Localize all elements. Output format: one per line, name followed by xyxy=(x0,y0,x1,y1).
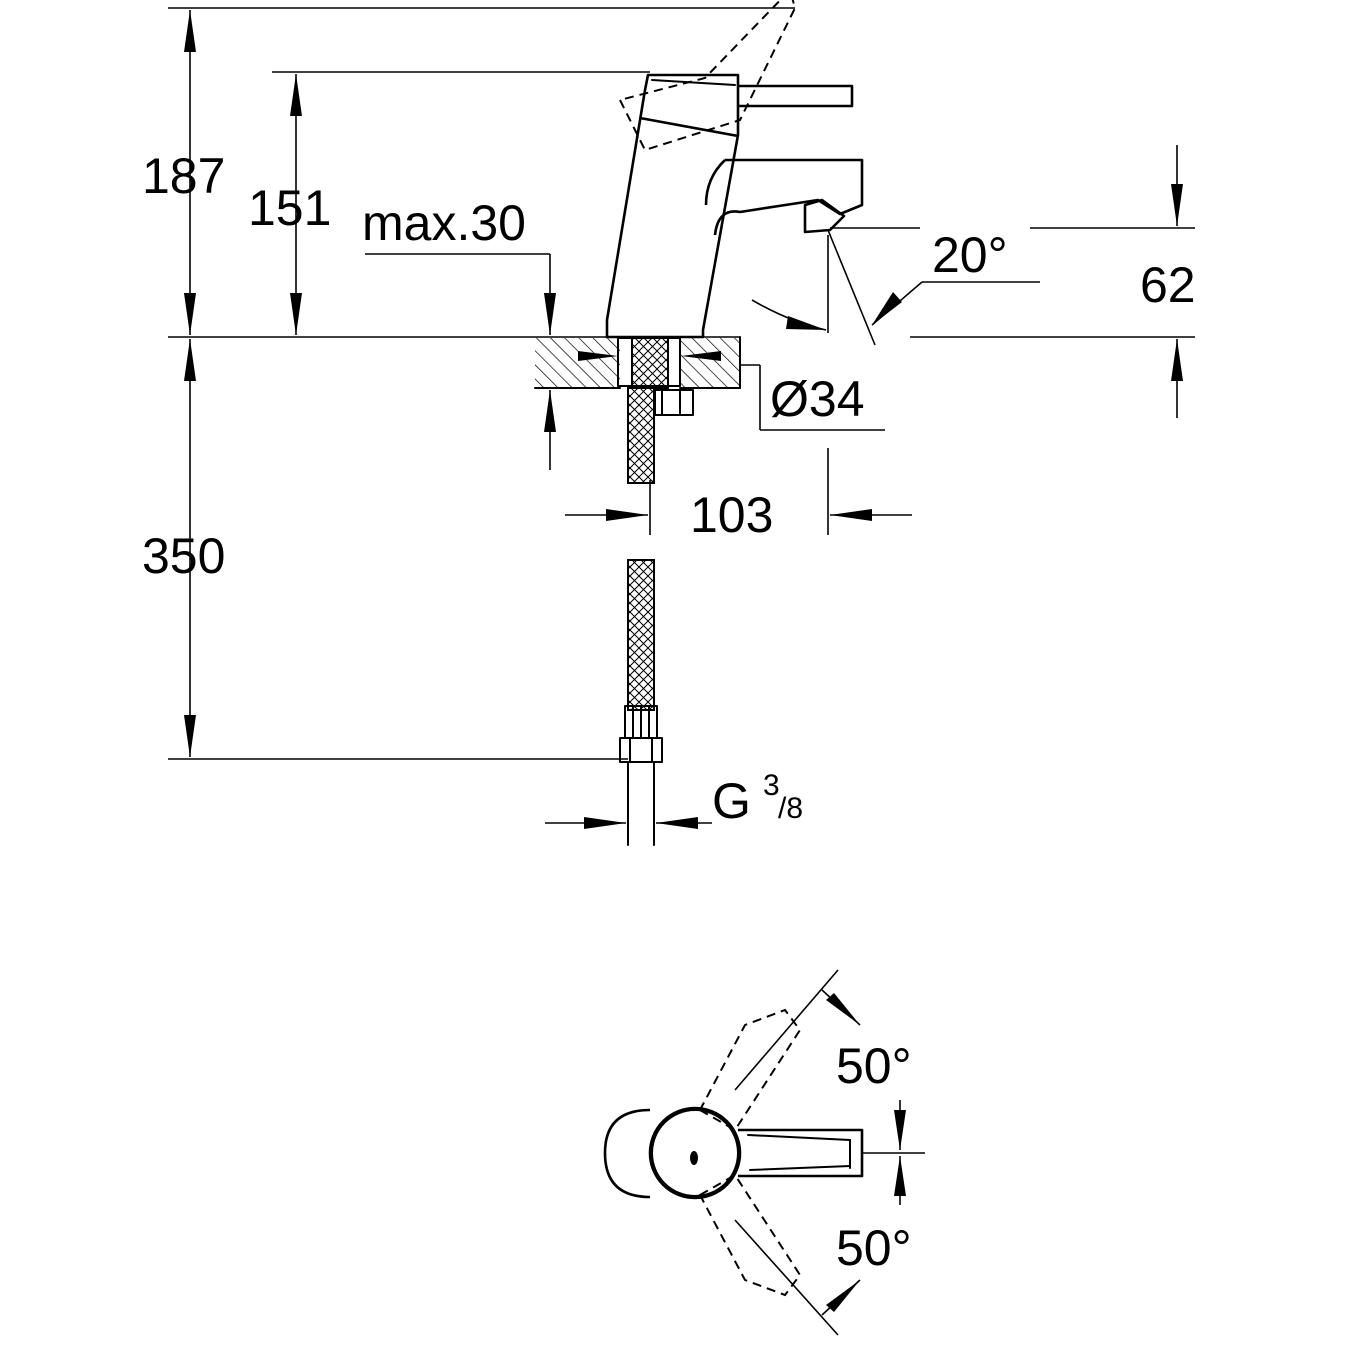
label-50deg-top: 50° xyxy=(836,1038,912,1094)
label-20deg: 20° xyxy=(932,227,1008,283)
label-thread-numerator: 3 xyxy=(763,769,780,802)
dimension-20deg xyxy=(751,229,1040,346)
extension-lines xyxy=(168,7,1195,760)
label-50deg-bottom: 50° xyxy=(836,1220,912,1276)
dimension-103 xyxy=(565,509,912,521)
label-103: 103 xyxy=(690,487,773,543)
label-350: 350 xyxy=(142,528,225,584)
label-151: 151 xyxy=(248,180,331,236)
dimension-max30 xyxy=(365,253,556,470)
deck-section xyxy=(534,336,741,389)
dimension-62 xyxy=(1171,145,1183,418)
label-max30: max.30 xyxy=(362,195,526,251)
label-62: 62 xyxy=(1140,257,1196,313)
dimension-187 xyxy=(184,10,196,335)
label-diameter-34: Ø34 xyxy=(770,371,865,427)
dimension-thread xyxy=(545,817,712,829)
label-thread-denominator: /8 xyxy=(778,792,803,825)
label-thread-g: G xyxy=(712,773,751,829)
hose xyxy=(619,387,663,846)
dimension-151 xyxy=(290,74,302,335)
label-187: 187 xyxy=(142,148,225,204)
dimension-350 xyxy=(184,339,196,757)
faucet-top-view xyxy=(603,969,925,1336)
faucet-side-view xyxy=(605,0,864,339)
